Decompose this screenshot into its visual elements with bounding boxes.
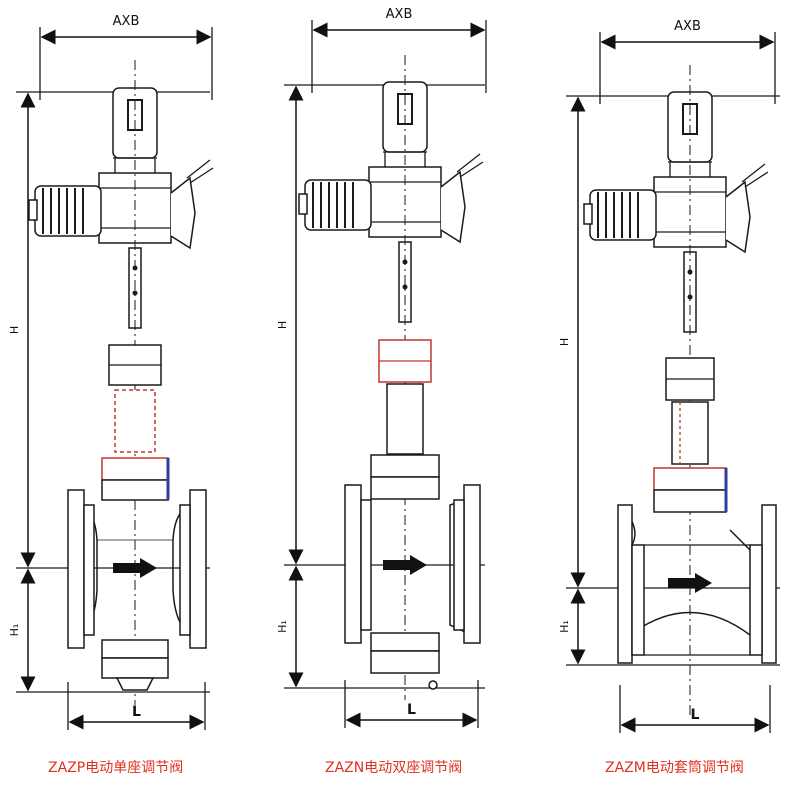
bonnet-column — [386, 383, 424, 455]
handwheel — [725, 180, 751, 254]
flange-neck-right — [179, 504, 191, 636]
valve-single-seat: AXB H H₁ L — [8, 14, 214, 730]
body-flange-lower — [370, 476, 440, 500]
body-flange-lower — [101, 479, 169, 501]
valve-sleeve: AXB H H₁ L — [558, 19, 780, 733]
dim-h-label: H — [558, 338, 571, 346]
end-flange-right — [189, 489, 207, 649]
caption-double-seat: ZAZN电动双座调节阀 — [325, 760, 463, 776]
flow-arrow — [113, 558, 157, 578]
end-flange-left — [617, 504, 633, 664]
bonnet-column — [671, 401, 709, 465]
body-flange-upper — [370, 454, 440, 478]
motor-cap — [28, 199, 38, 221]
flow-arrow — [383, 555, 427, 575]
body-flange-upper — [653, 467, 727, 491]
flange-neck-right — [749, 544, 763, 656]
drain-plug — [428, 680, 438, 690]
end-flange-right — [463, 484, 481, 644]
dim-h1-label: H₁ — [558, 620, 571, 633]
dim-axb-label: AXB — [113, 14, 140, 29]
caption-sleeve: ZAZM电动套筒调节阀 — [605, 760, 744, 776]
dim-l-label: L — [691, 707, 700, 723]
caption-single-seat: ZAZP电动单座调节阀 — [48, 760, 184, 776]
bottom-flange — [101, 639, 169, 659]
dim-axb-label: AXB — [674, 19, 701, 34]
flange-neck-left — [83, 504, 95, 636]
end-flange-left — [67, 489, 85, 649]
motor-cap — [583, 203, 593, 225]
dim-h-label: H — [8, 326, 21, 334]
dim-l-label: L — [132, 704, 141, 720]
bottom-cap — [370, 650, 440, 674]
dim-h1-label: H₁ — [8, 624, 21, 637]
drain-plug — [115, 677, 155, 691]
flow-arrow — [668, 573, 712, 593]
end-flange-left — [344, 484, 362, 644]
dim-axb-label: AXB — [386, 7, 413, 22]
flange-neck-left — [360, 499, 372, 631]
dim-h-label: H — [276, 321, 289, 329]
end-flange-right — [761, 504, 777, 664]
handwheel — [170, 176, 196, 250]
handwheel — [440, 170, 466, 244]
body-flange-lower — [653, 489, 727, 513]
bonnet-column — [114, 389, 156, 453]
valve-double-seat: AXB H H₁ L — [276, 7, 487, 728]
flange-neck-left — [631, 544, 645, 656]
body-flange-upper — [101, 457, 169, 481]
bottom-flange — [370, 632, 440, 652]
bottom-cap — [101, 657, 169, 679]
motor-cap — [298, 193, 308, 215]
dim-l-label: L — [407, 702, 416, 718]
dim-h1-label: H₁ — [276, 620, 289, 633]
flange-neck-right — [453, 499, 465, 631]
